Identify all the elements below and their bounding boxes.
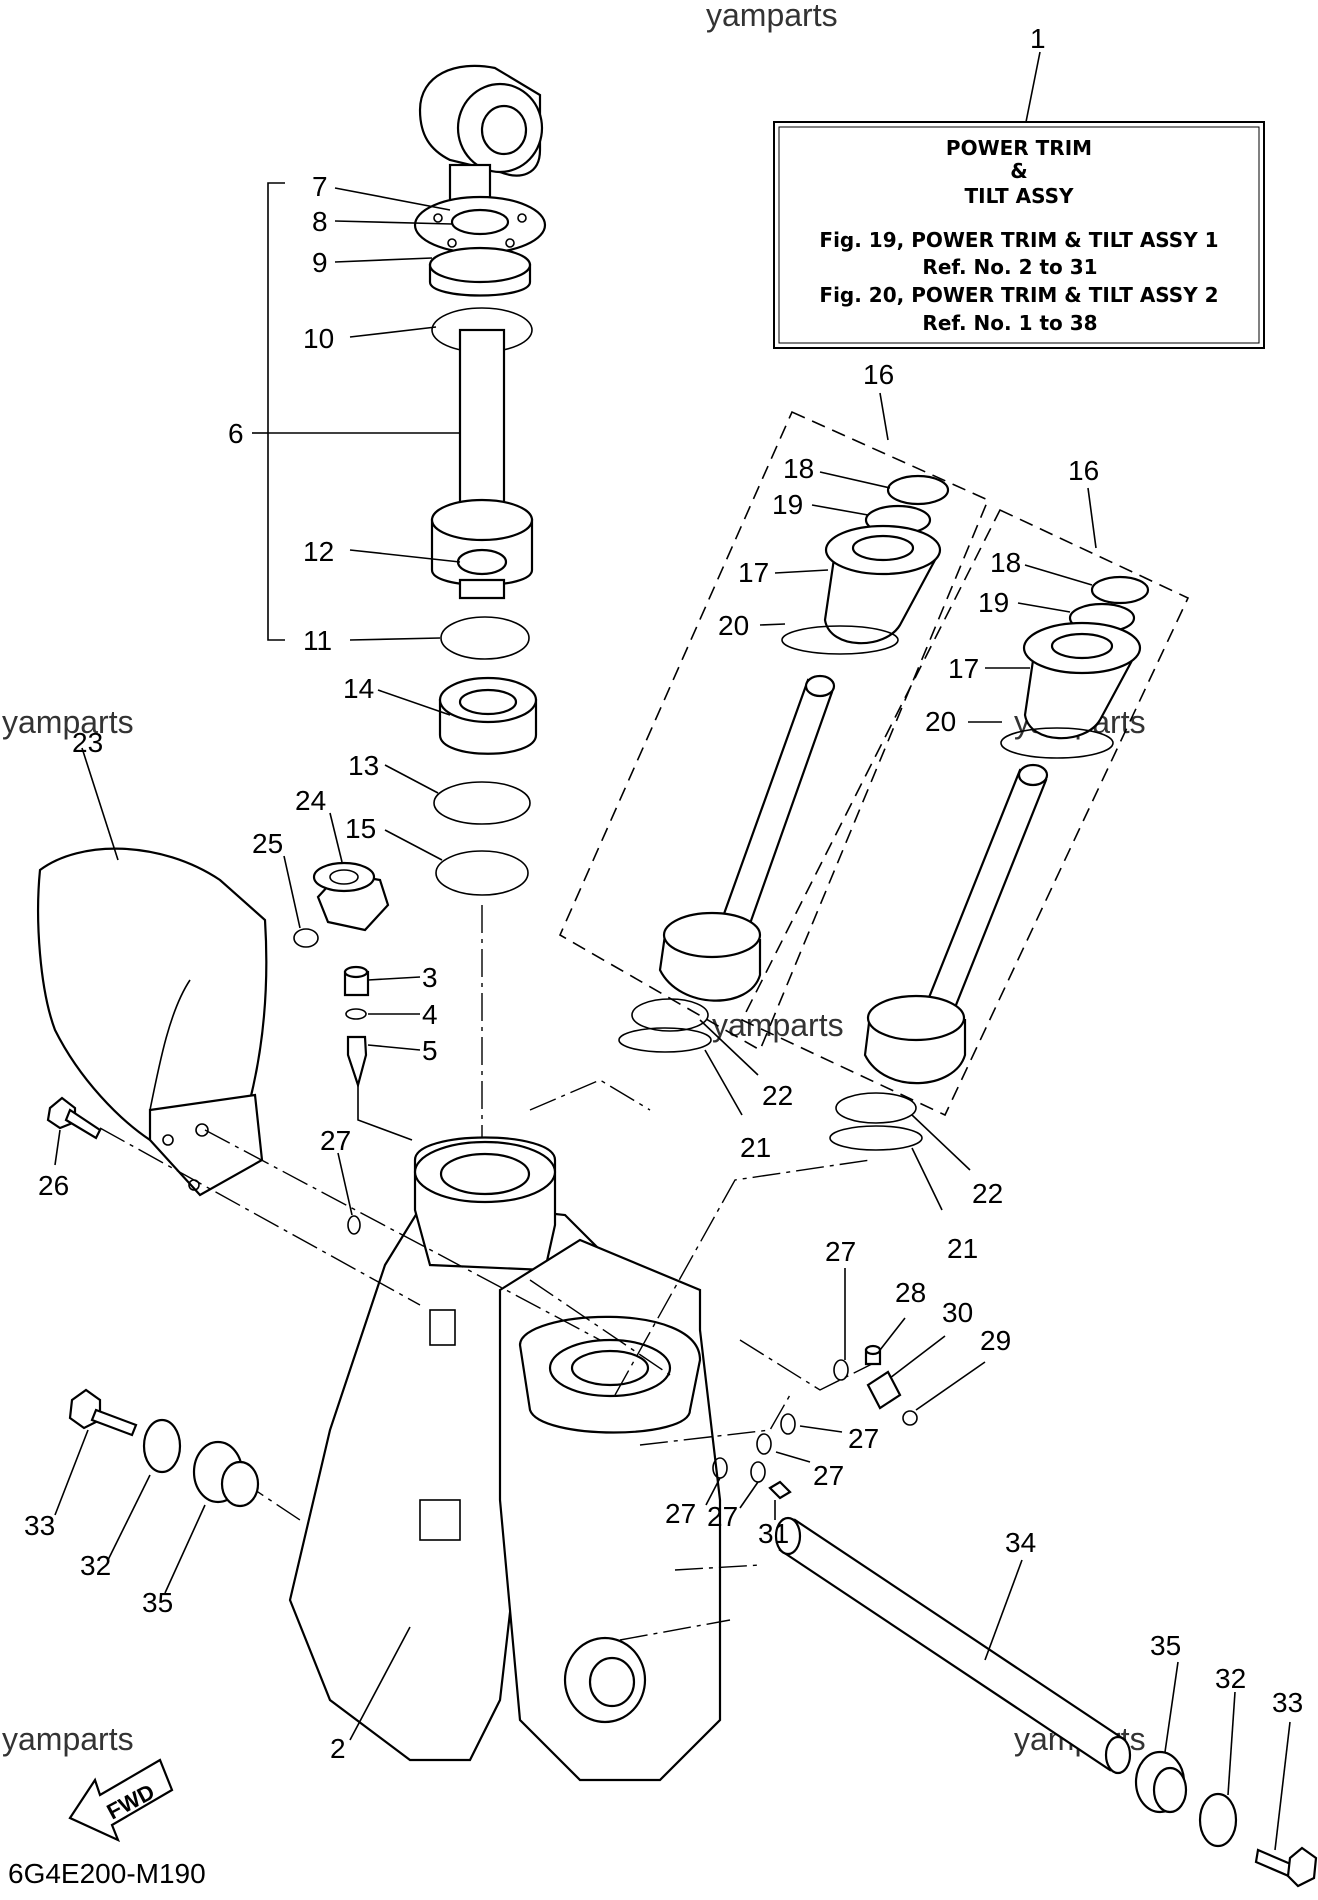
info-box-line5: Ref. No. 2 to 31 — [922, 255, 1097, 279]
callout-3: 3 — [422, 962, 438, 993]
callout-8: 8 — [312, 206, 328, 237]
tilt-rod-assembly — [413, 64, 547, 1175]
callout-14: 14 — [343, 673, 374, 704]
callout-12: 12 — [303, 536, 334, 567]
callout-21-b: 21 — [947, 1233, 978, 1264]
main-housing-2 — [288, 1136, 722, 1782]
motor-23 — [37, 747, 421, 1197]
callout-27-a: 27 — [320, 1125, 351, 1156]
callout-17-a: 17 — [738, 557, 769, 588]
callout-27-c: 27 — [848, 1423, 879, 1454]
cylinder-leaders — [759, 471, 1093, 723]
callout-21-a: 21 — [740, 1132, 771, 1163]
trim-cylinder-left — [558, 392, 990, 1052]
callout-33-b: 33 — [1272, 1687, 1303, 1718]
fwd-arrow-icon: FWD — [68, 1758, 174, 1843]
group-bracket-6 — [252, 182, 285, 641]
callout-31: 31 — [758, 1518, 789, 1549]
callout-19-b: 19 — [978, 587, 1009, 618]
callout-11: 11 — [303, 625, 332, 656]
callout-10: 10 — [303, 323, 334, 354]
callout-33-a: 33 — [24, 1510, 55, 1541]
callout-28: 28 — [895, 1277, 926, 1308]
callout-17-b: 17 — [948, 653, 979, 684]
valve-parts — [768, 1317, 986, 1520]
leader-lines — [268, 187, 461, 861]
bolt-26 — [46, 1096, 102, 1166]
callout-29: 29 — [980, 1325, 1011, 1356]
callout-30: 30 — [942, 1297, 973, 1328]
callout-35-b: 35 — [1150, 1630, 1181, 1661]
callout-numbers: 7 8 9 10 6 12 11 14 13 15 24 25 23 3 4 5… — [24, 171, 1303, 1764]
info-box-line2: & — [1010, 159, 1027, 183]
info-box: 1 POWER TRIM & TILT ASSY Fig. 19, POWER … — [773, 23, 1265, 349]
callout-32-b: 32 — [1215, 1663, 1246, 1694]
info-box-line4: Fig. 19, POWER TRIM & TILT ASSY 1 — [819, 228, 1218, 252]
callout-26: 26 — [38, 1170, 69, 1201]
callout-2: 2 — [330, 1733, 346, 1764]
callout-22-b: 22 — [972, 1178, 1003, 1209]
callout-24: 24 — [295, 785, 326, 816]
callout-6: 6 — [228, 418, 244, 449]
callout-27-e: 27 — [665, 1498, 696, 1529]
callout-23: 23 — [72, 727, 103, 758]
callout-27-b: 27 — [825, 1236, 856, 1267]
callout-15: 15 — [345, 813, 376, 844]
trim-cylinder-right — [740, 487, 1190, 1117]
diagram-code: 6G4E200-M190 — [8, 1858, 206, 1889]
left-hardware — [54, 1388, 260, 1594]
callout-5: 5 — [422, 1035, 438, 1066]
callout-34: 34 — [1005, 1527, 1036, 1558]
callout-19-a: 19 — [772, 489, 803, 520]
callout-27-d: 27 — [813, 1460, 844, 1491]
callout-25: 25 — [252, 828, 283, 859]
right-hardware — [1134, 1661, 1318, 1888]
watermark-left: yamparts — [2, 704, 134, 740]
tilt-shaft-34 — [774, 1516, 1132, 1775]
callout-18-a: 18 — [783, 453, 814, 484]
info-box-ref-number: 1 — [1030, 23, 1046, 54]
watermark-center: yamparts — [712, 1007, 844, 1043]
callout-4: 4 — [422, 999, 438, 1030]
callout-35-a: 35 — [142, 1587, 173, 1618]
callout-22-a: 22 — [762, 1080, 793, 1111]
callout-20-a: 20 — [718, 610, 749, 641]
callout-13: 13 — [348, 750, 379, 781]
callout-27-f: 27 — [707, 1501, 738, 1532]
callout-18-b: 18 — [990, 547, 1021, 578]
callout-7: 7 — [312, 171, 328, 202]
info-box-line7: Ref. No. 1 to 38 — [922, 311, 1097, 335]
watermark-top: yamparts — [706, 0, 838, 33]
watermark-bottom-left: yamparts — [2, 1721, 134, 1757]
callout-16-b: 16 — [1068, 455, 1099, 486]
info-box-line3: TILT ASSY — [965, 184, 1075, 208]
info-box-line6: Fig. 20, POWER TRIM & TILT ASSY 2 — [819, 283, 1218, 307]
seals-21-22 — [618, 998, 971, 1211]
callout-9: 9 — [312, 247, 328, 278]
callout-32-a: 32 — [80, 1550, 111, 1581]
info-box-line1: POWER TRIM — [946, 136, 1092, 160]
callout-16-a: 16 — [863, 359, 894, 390]
o-rings-27 — [337, 1152, 849, 1509]
callout-20-b: 20 — [925, 706, 956, 737]
